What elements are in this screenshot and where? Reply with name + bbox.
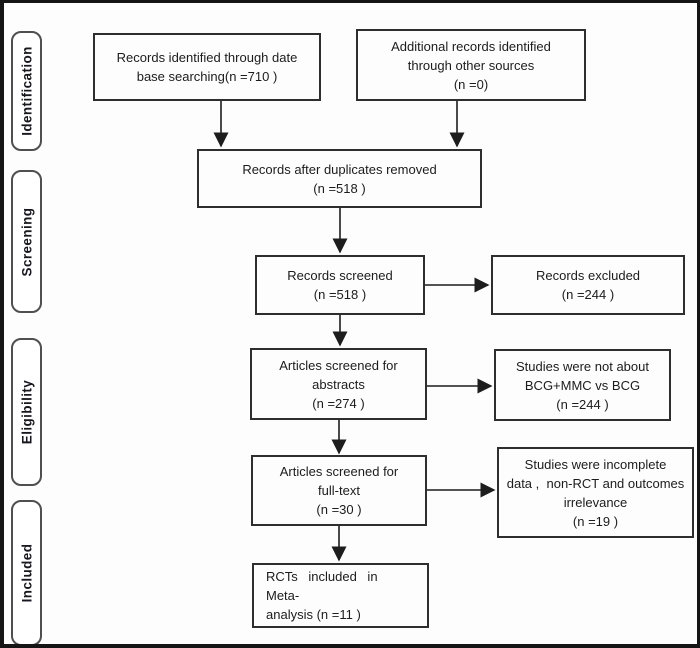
flow-box-records-identified: Records identified through date base sea… (93, 33, 321, 101)
flow-box-fulltext-screened: Articles screened for full-text (n =30 ) (251, 455, 427, 526)
box-text-line: Studies were not about (516, 358, 649, 374)
box-text-line: (n =518 ) (313, 287, 367, 302)
box-text-line: data , non-RCT and outcomes (506, 475, 685, 491)
flow-box-records-screened: Records screened (n =518 ) (255, 255, 425, 315)
box-text-line: analysis (n =11 ) (266, 607, 361, 622)
box-text-line: full-text (318, 483, 360, 498)
box-text-line: Records excluded (535, 268, 641, 283)
box-text-line: Articles screened for (279, 464, 399, 479)
flow-box-additional-records: Additional records identified through ot… (356, 29, 586, 101)
flow-box-studies-not-about: Studies were not about BCG+MMC vs BCG (n… (494, 349, 671, 421)
box-text-line: abstracts (312, 376, 365, 392)
flow-box-duplicates-removed: Records after duplicates removed (n =518… (197, 149, 482, 208)
box-text-line: (n =30 ) (316, 502, 362, 517)
box-text-line: Additional records identified (391, 38, 551, 54)
box-text-line: (n =0) (453, 76, 489, 92)
flow-box-records-excluded: Records excluded (n =244 ) (491, 255, 685, 315)
stage-label-eligibility: Eligibility (11, 338, 42, 486)
box-text-line: Articles screened for (279, 357, 398, 373)
box-text-line: through other sources (407, 57, 535, 73)
stage-label-text: Eligibility (19, 379, 34, 445)
box-text-line: Studies were incomplete (524, 456, 667, 472)
stage-label-identification: Identification (11, 31, 42, 151)
flow-box-rcts-included: RCTs included in Meta- analysis (n =11 ) (252, 563, 429, 628)
box-text-line: BCG+MMC vs BCG (524, 377, 641, 393)
stage-label-text: Screening (19, 207, 34, 276)
box-text-line: base searching(n =710 ) (136, 69, 278, 84)
box-text-line: (n =244 ) (561, 287, 615, 302)
box-text-line: (n =274 ) (312, 395, 365, 411)
flow-box-abstracts-screened: Articles screened for abstracts (n =274 … (250, 348, 427, 420)
box-text-line: Records after duplicates removed (242, 161, 437, 177)
flow-box-incomplete-data: Studies were incomplete data , non-RCT a… (497, 447, 694, 538)
box-text-line: Records screened (287, 268, 393, 283)
box-text-line: RCTs included in Meta- (266, 569, 389, 603)
box-text-line: (n =244 ) (556, 396, 609, 412)
box-text-line: irrelevance (563, 494, 628, 510)
box-text-line: Records identified through date (116, 50, 298, 65)
stage-label-text: Included (19, 543, 34, 603)
box-text-line: (n =19 ) (572, 513, 619, 529)
stage-label-screening: Screening (11, 170, 42, 313)
stage-label-text: Identification (19, 46, 34, 136)
box-text-line: (n =518 ) (313, 180, 366, 196)
stage-label-included: Included (11, 500, 42, 644)
